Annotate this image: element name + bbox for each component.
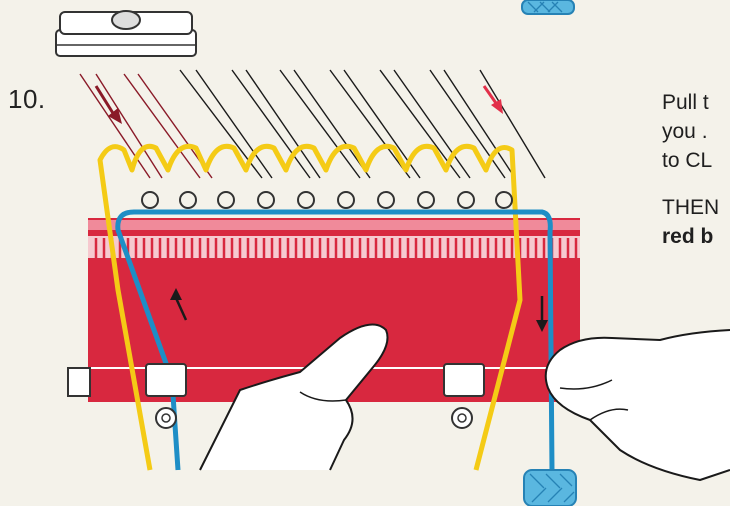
yarn-ball-icon (523, 469, 577, 506)
instruction-text: Pull t you . to CL THEN red b (662, 88, 730, 251)
instruction-line: Pull t (662, 91, 709, 114)
needle-icon (141, 191, 513, 209)
tension-dial-icon (55, 10, 197, 57)
step-number: 10. (8, 84, 46, 114)
instruction-line: THEN (662, 196, 720, 219)
arrow-icon (94, 85, 122, 124)
arrow-icon (536, 296, 548, 332)
blue-yarn (115, 209, 555, 471)
hand-icon (199, 323, 389, 471)
arrow-icon (482, 85, 503, 114)
instruction-line: you . (662, 120, 708, 143)
arrow-icon (170, 288, 188, 321)
yellow-yarn (97, 143, 523, 471)
hand-icon (544, 329, 730, 481)
clip-icon (443, 363, 485, 429)
clip-icon (145, 363, 187, 429)
instruction-line-bold: red b (662, 225, 714, 248)
yarn-ball-icon (521, 0, 575, 15)
instruction-line: to CL (662, 149, 713, 172)
